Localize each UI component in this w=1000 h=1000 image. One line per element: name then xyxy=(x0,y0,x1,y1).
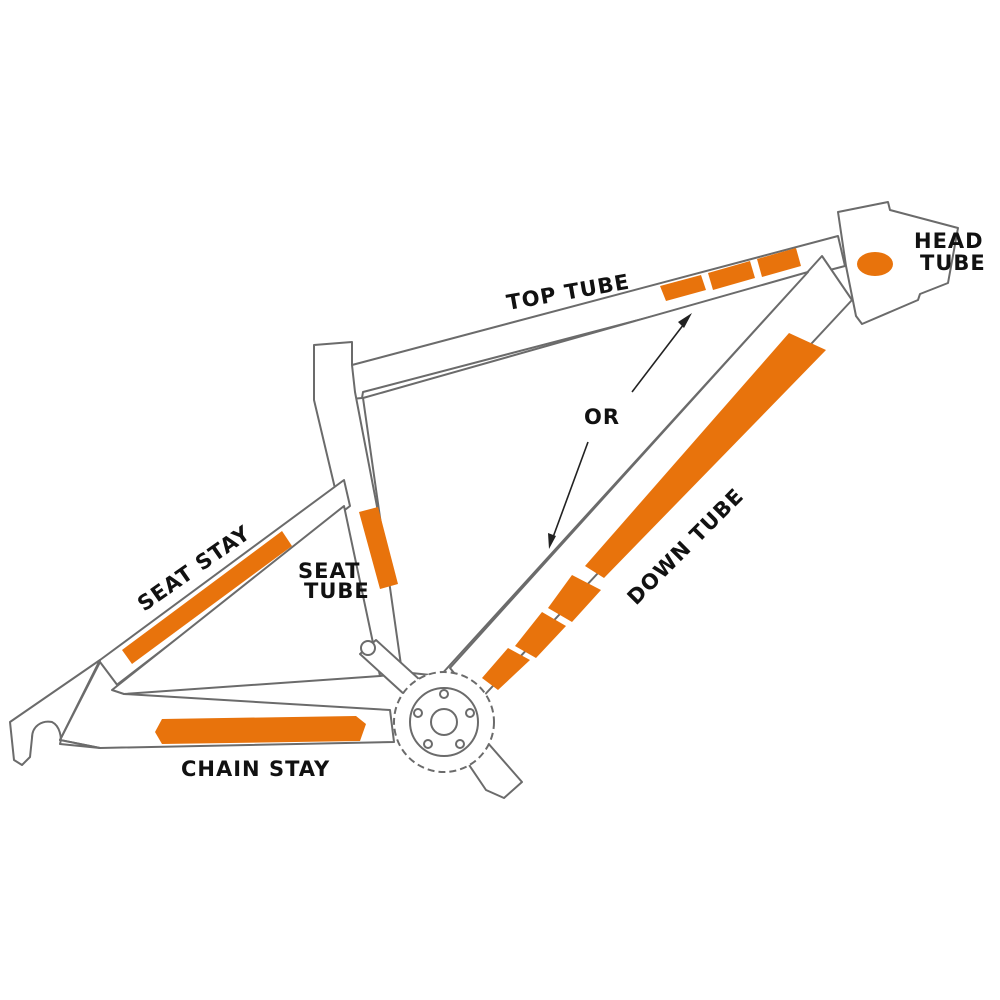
crank-spider-bolt-1 xyxy=(439,689,449,699)
frame-outline xyxy=(9,201,959,766)
down-tube-patch-2 xyxy=(515,612,566,658)
down-tube-patch-long xyxy=(585,333,826,578)
head-tube-label-line1: HEAD xyxy=(914,229,984,253)
chain-stay-label: CHAIN STAY xyxy=(181,757,330,781)
double-headed-arrow-icon xyxy=(548,313,692,549)
head-tube-label-line2: TUBE xyxy=(920,251,986,275)
seat-tube-patch xyxy=(359,507,398,589)
crank-axle xyxy=(430,708,458,736)
crank-spider-bolt-5 xyxy=(413,708,423,718)
down-tube-patch-1 xyxy=(548,575,601,622)
or-arrow-upper xyxy=(631,319,688,393)
or-arrow-lower xyxy=(551,441,589,541)
seat-tube-label-line2: TUBE xyxy=(304,579,370,603)
seat-stay-patch xyxy=(122,531,292,664)
crank-spider-bolt-4 xyxy=(423,739,433,749)
top-tube-patch-2 xyxy=(708,261,755,290)
protector-patches xyxy=(122,248,893,744)
rear-dropout-outline xyxy=(9,659,101,766)
down-tube-patch-3 xyxy=(482,648,530,690)
chain-stay-patch xyxy=(155,716,366,744)
top-tube-patch-3 xyxy=(757,248,801,277)
crank-spider-bolt-3 xyxy=(455,739,465,749)
rear-triangle-interior xyxy=(111,505,381,695)
crank-spider-bolt-2 xyxy=(465,708,475,718)
chainring-crank-icon xyxy=(359,639,523,799)
or-arrowhead-lower xyxy=(548,533,556,549)
head-tube-patch xyxy=(857,252,893,276)
or-label: OR xyxy=(584,405,620,429)
pedal-axle-back xyxy=(360,640,376,656)
seat-tube-label-line1: SEAT xyxy=(298,559,360,583)
top-tube-patch-1 xyxy=(660,275,706,301)
or-arrowhead-upper xyxy=(678,313,692,328)
